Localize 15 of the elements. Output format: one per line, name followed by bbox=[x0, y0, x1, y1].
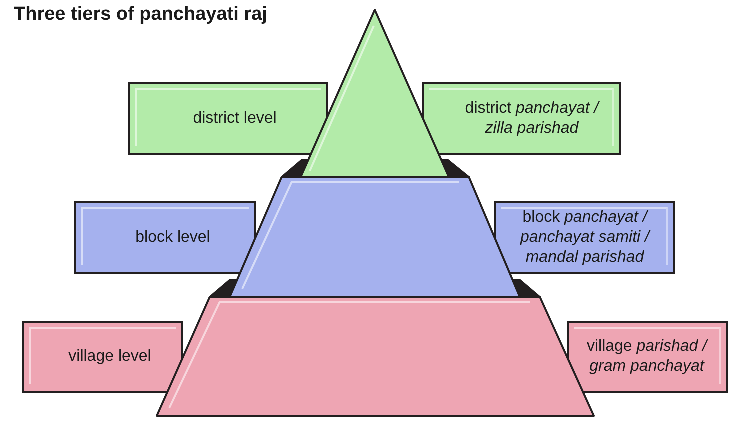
council-name-label: block panchayat / panchayat samiti / mandal parishad bbox=[520, 208, 650, 268]
council-band bbox=[422, 82, 621, 155]
pyramid-middle-tier bbox=[229, 159, 521, 298]
diagram-title: Three tiers of panchayati raj bbox=[14, 3, 268, 26]
council-band bbox=[494, 201, 675, 274]
council-name-label: district panchayat / zilla parishad bbox=[464, 98, 600, 138]
tier-level-label: district level bbox=[193, 108, 277, 128]
tier-level-label: village level bbox=[68, 347, 152, 367]
level-band bbox=[128, 82, 328, 155]
tier-level-label: block level bbox=[136, 228, 210, 248]
pyramid-apex-tier bbox=[300, 9, 450, 178]
level-band bbox=[22, 321, 183, 393]
council-name-label: village parishad / gram panchayat bbox=[586, 337, 708, 377]
council-band bbox=[567, 321, 728, 393]
level-band bbox=[74, 201, 256, 274]
